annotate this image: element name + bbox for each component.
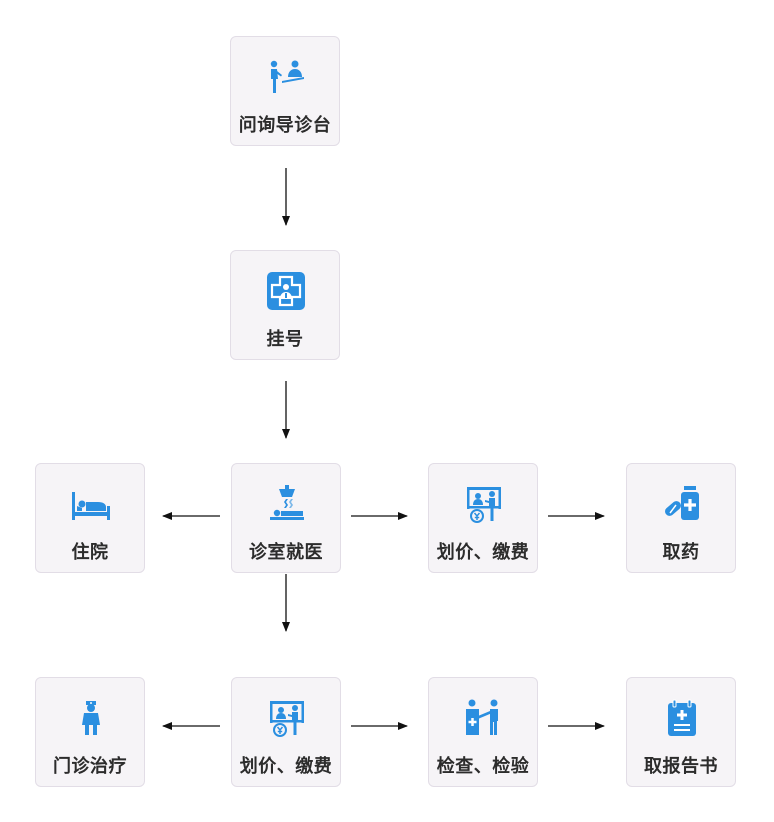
node-label: 取报告书 — [644, 756, 718, 777]
node-register: 挂号 — [230, 250, 340, 360]
node-exam: 检查、检验 — [428, 677, 538, 787]
node-medicine: 取药 — [626, 463, 736, 573]
hospital-bed-icon — [71, 484, 111, 524]
node-label: 问询导诊台 — [238, 115, 332, 136]
payment-board-icon — [267, 698, 307, 738]
node-inquiry: 问询导诊台 — [230, 36, 340, 146]
nurse-icon — [71, 698, 111, 738]
node-pay2: 划价、缴费 — [231, 677, 341, 787]
node-label: 划价、缴费 — [239, 756, 333, 777]
node-hospitalize: 住院 — [35, 463, 145, 573]
examination-icon — [464, 698, 504, 738]
node-label: 检查、检验 — [436, 756, 530, 777]
node-report: 取报告书 — [626, 677, 736, 787]
consultation-room-icon — [267, 484, 307, 524]
node-label: 取药 — [662, 542, 700, 563]
reception-desk-icon — [266, 57, 306, 97]
medicine-bottle-icon — [662, 484, 702, 524]
node-label: 划价、缴费 — [436, 542, 530, 563]
node-label: 挂号 — [266, 329, 304, 350]
node-label: 诊室就医 — [249, 542, 323, 563]
node-label: 住院 — [71, 542, 109, 563]
registration-card-icon — [266, 271, 306, 311]
node-outpatient: 门诊治疗 — [35, 677, 145, 787]
node-pay1: 划价、缴费 — [428, 463, 538, 573]
report-clipboard-icon — [662, 698, 702, 738]
node-label: 门诊治疗 — [53, 756, 127, 777]
node-consult: 诊室就医 — [231, 463, 341, 573]
payment-board-icon — [464, 484, 504, 524]
